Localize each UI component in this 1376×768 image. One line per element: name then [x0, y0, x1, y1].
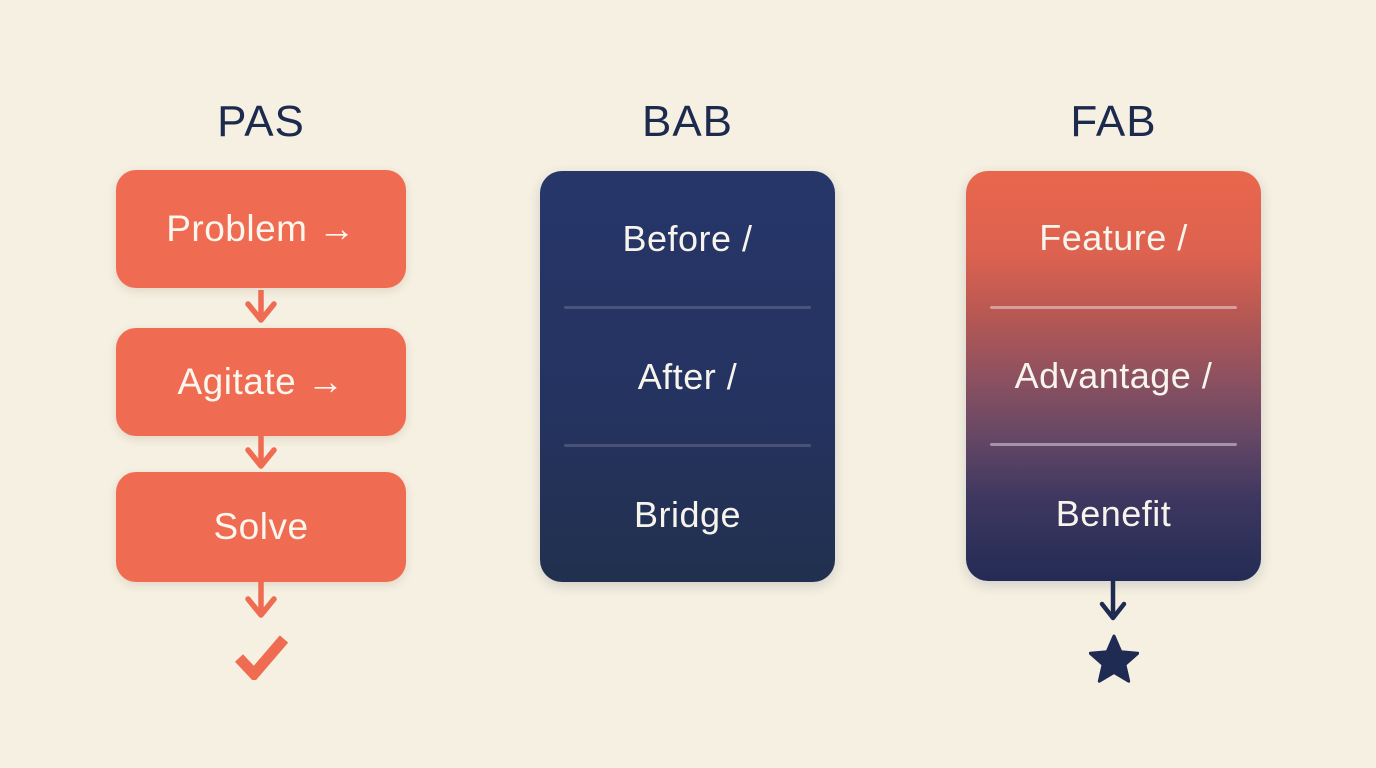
star-icon — [1089, 634, 1139, 684]
bab-row-after: After / — [540, 309, 835, 444]
fab-row-feature: Feature / — [966, 171, 1261, 306]
fab-column-title: FAB — [1070, 97, 1157, 146]
bab-card: Before / After / Bridge — [540, 171, 835, 582]
fab-row-benefit: Benefit — [966, 446, 1261, 581]
pas-step-problem-label: Problem → — [166, 208, 356, 249]
fab-row-benefit-label: Benefit — [1055, 492, 1172, 534]
pas-step-problem: Problem → — [116, 170, 406, 288]
row-divider — [990, 305, 1237, 309]
down-arrow-icon — [243, 582, 279, 619]
fab-row-feature-label: Feature / — [1039, 217, 1188, 259]
down-arrow-icon — [1097, 581, 1129, 623]
row-divider — [564, 306, 811, 309]
bab-row-before: Before / — [540, 171, 835, 306]
pas-step-agitate: Agitate → — [116, 328, 406, 436]
bab-row-bridge: Bridge — [540, 447, 835, 582]
fab-card: Feature / Advantage / Benefit — [966, 171, 1261, 581]
fab-row-advantage: Advantage / — [966, 309, 1261, 444]
row-divider — [564, 444, 811, 447]
bab-row-bridge-label: Bridge — [633, 493, 742, 535]
row-divider — [990, 443, 1237, 447]
bab-column-title: BAB — [641, 97, 734, 146]
check-icon — [232, 632, 290, 680]
pas-column-title: PAS — [217, 97, 305, 146]
down-arrow-icon — [243, 436, 279, 470]
pas-step-solve-label: Solve — [213, 506, 309, 547]
bab-row-after-label: After / — [637, 355, 738, 397]
bab-row-before-label: Before / — [622, 217, 753, 259]
pas-step-agitate-label: Agitate → — [177, 361, 345, 402]
fab-row-advantage-label: Advantage / — [1014, 355, 1213, 396]
pas-step-solve: Solve — [116, 472, 406, 582]
down-arrow-icon — [243, 290, 279, 324]
